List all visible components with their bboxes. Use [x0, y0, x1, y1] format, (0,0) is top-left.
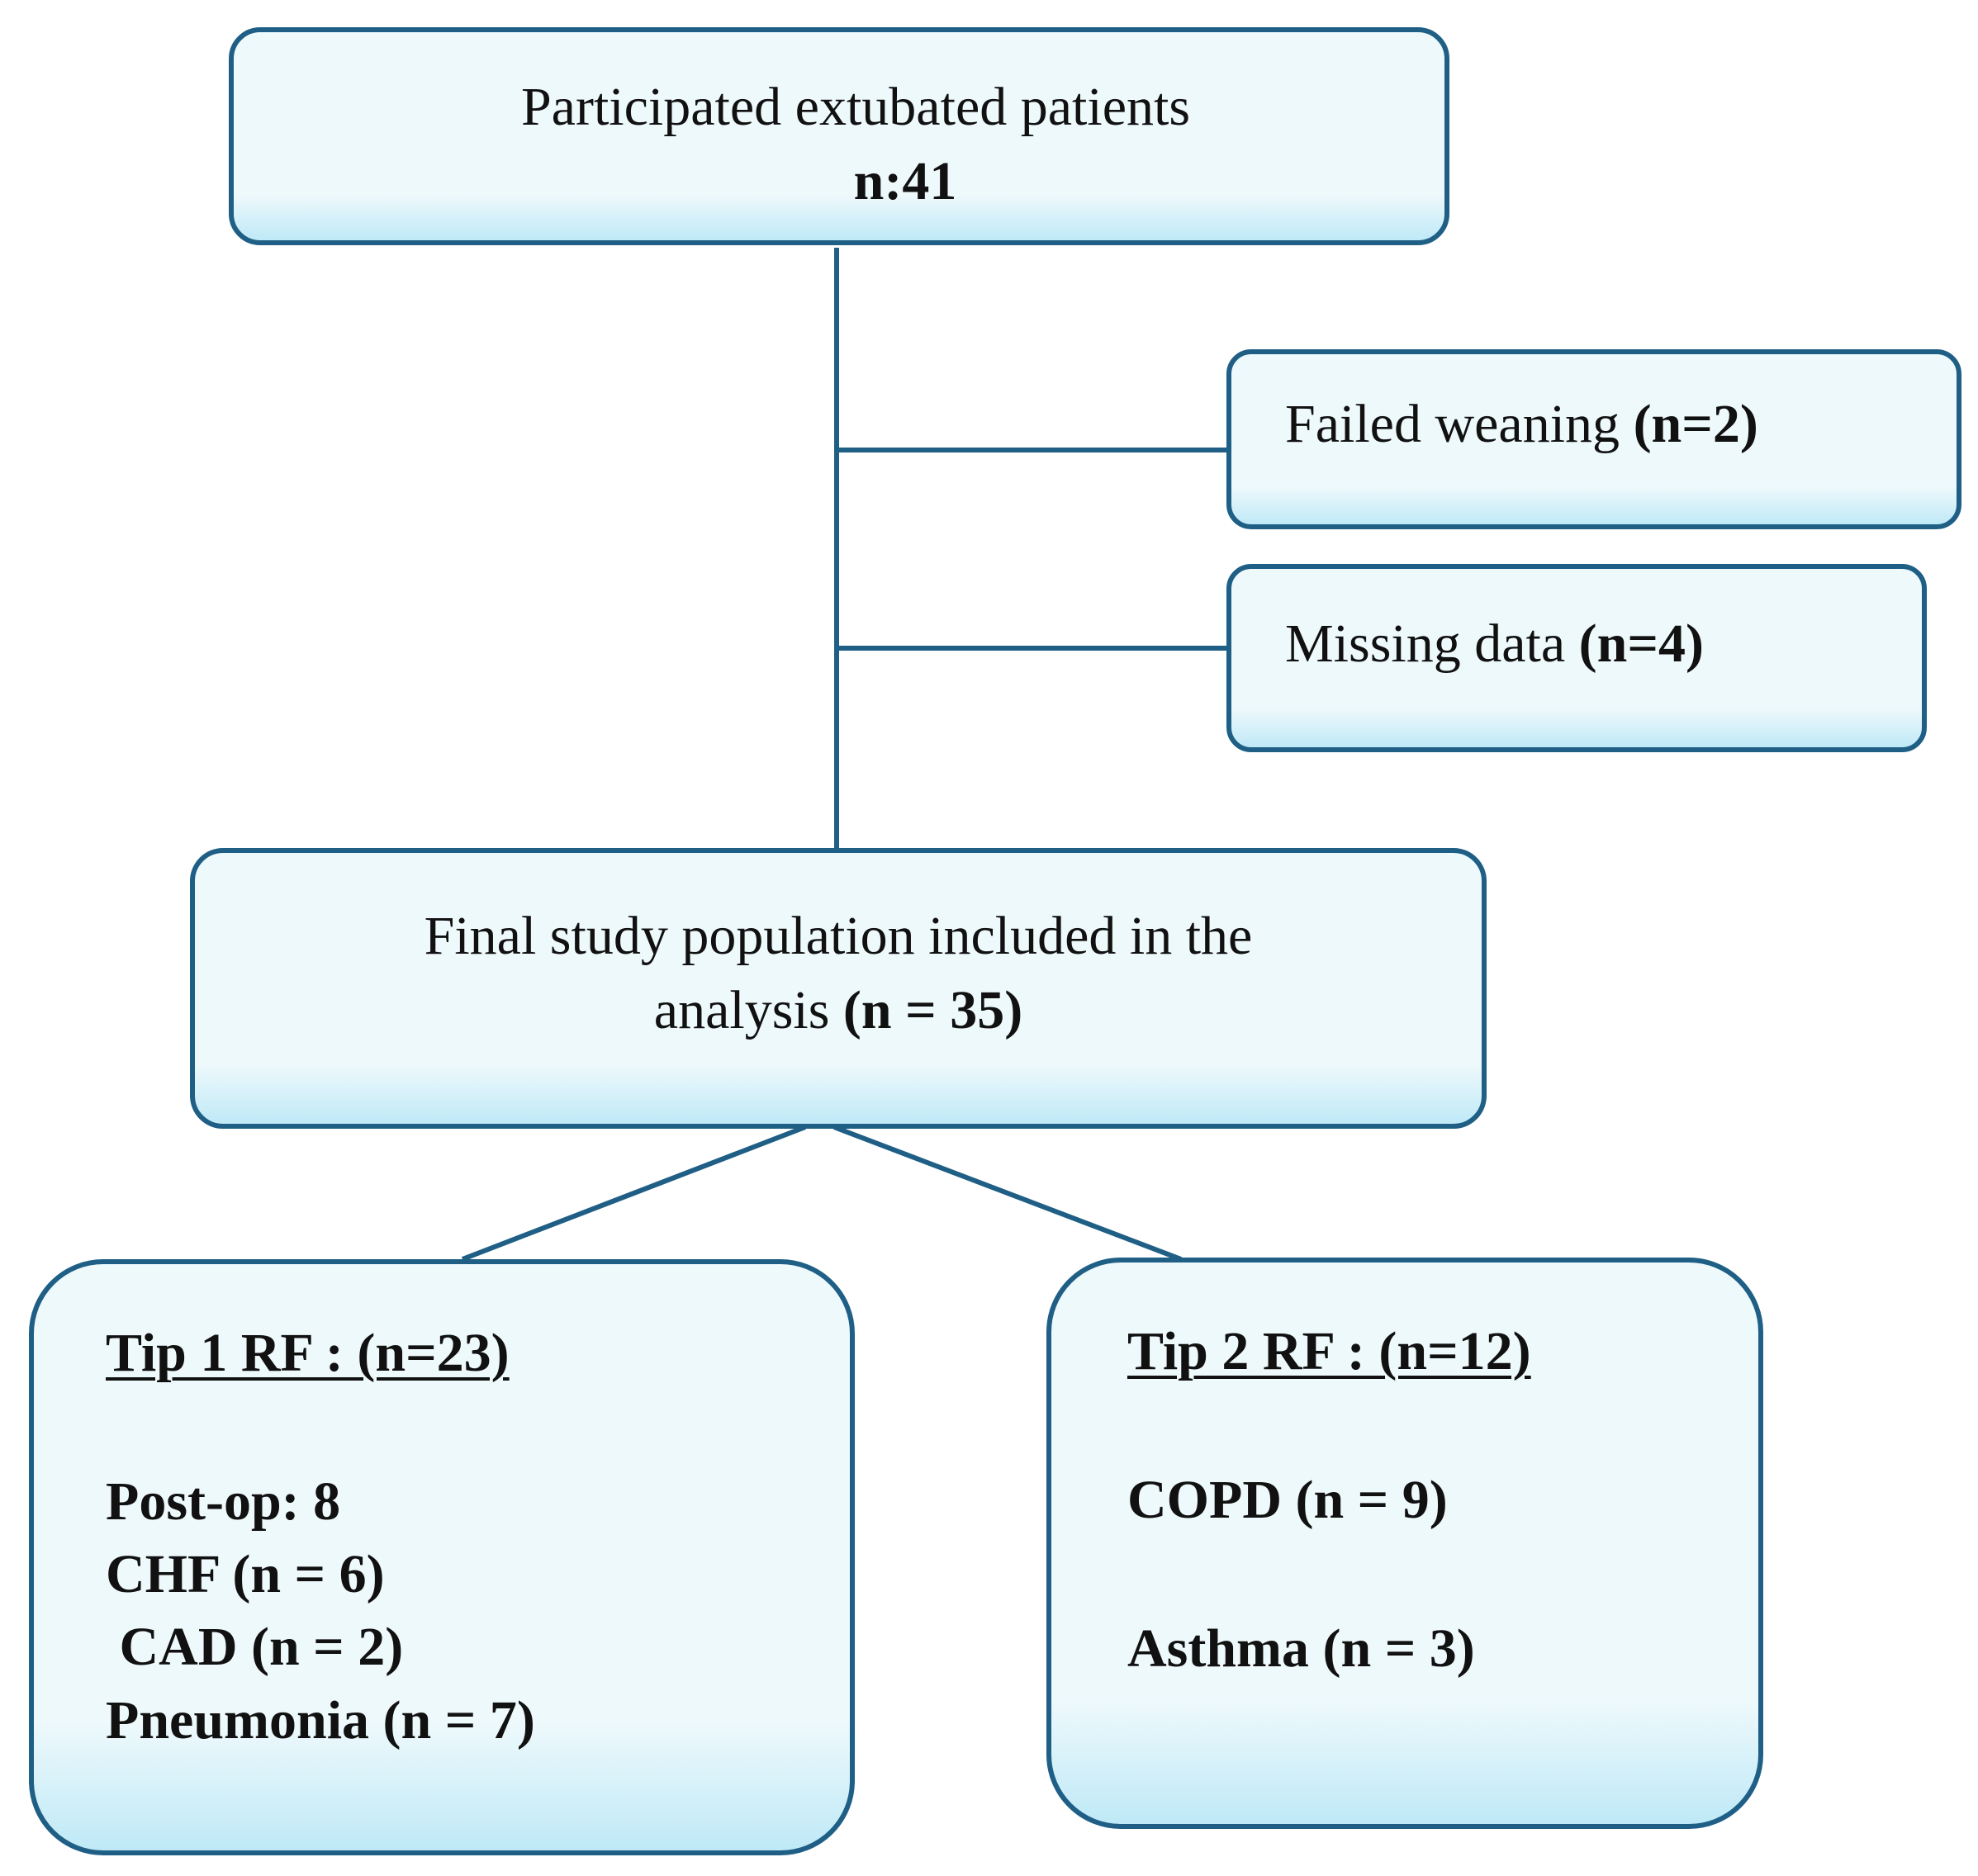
final-population-line1: Final study population included in the [424, 906, 1253, 966]
missing-data-label: Missing data (n=4) [1285, 613, 1704, 674]
type1-item-postop: Post-op: 8 [106, 1471, 341, 1532]
type1-item-chf: CHF (n = 6) [106, 1544, 385, 1604]
branch-left-connector [461, 1125, 807, 1262]
participants-label: Participated extubated patients [520, 77, 1191, 137]
failed-weaning-label: Failed weaning (n=2) [1285, 394, 1758, 454]
type1-rf-title: Tip 1 RF : (n=23) [106, 1323, 510, 1383]
participants-box: Participated extubated patients n:41 [229, 27, 1449, 245]
type2-rf-title: Tip 2 RF : (n=12) [1127, 1321, 1531, 1381]
type1-item-cad: CAD (n = 2) [106, 1617, 404, 1677]
type1-rf-box: Tip 1 RF : (n=23) Post-op: 8 CHF (n = 6)… [29, 1259, 855, 1855]
participants-count: n:41 [853, 151, 957, 211]
failed-weaning-box: Failed weaning (n=2) [1226, 349, 1961, 529]
branch-right-connector [832, 1125, 1183, 1262]
missing-data-box: Missing data (n=4) [1226, 564, 1927, 752]
type2-item-asthma: Asthma (n = 3) [1127, 1618, 1475, 1679]
final-population-line2: analysis (n = 35) [653, 980, 1023, 1040]
final-population-box: Final study population included in the a… [190, 848, 1487, 1129]
type2-item-copd: COPD (n = 9) [1127, 1470, 1448, 1530]
type1-item-pneumonia: Pneumonia (n = 7) [106, 1690, 535, 1750]
type2-rf-box: Tip 2 RF : (n=12) COPD (n = 9) Asthma (n… [1046, 1258, 1763, 1829]
